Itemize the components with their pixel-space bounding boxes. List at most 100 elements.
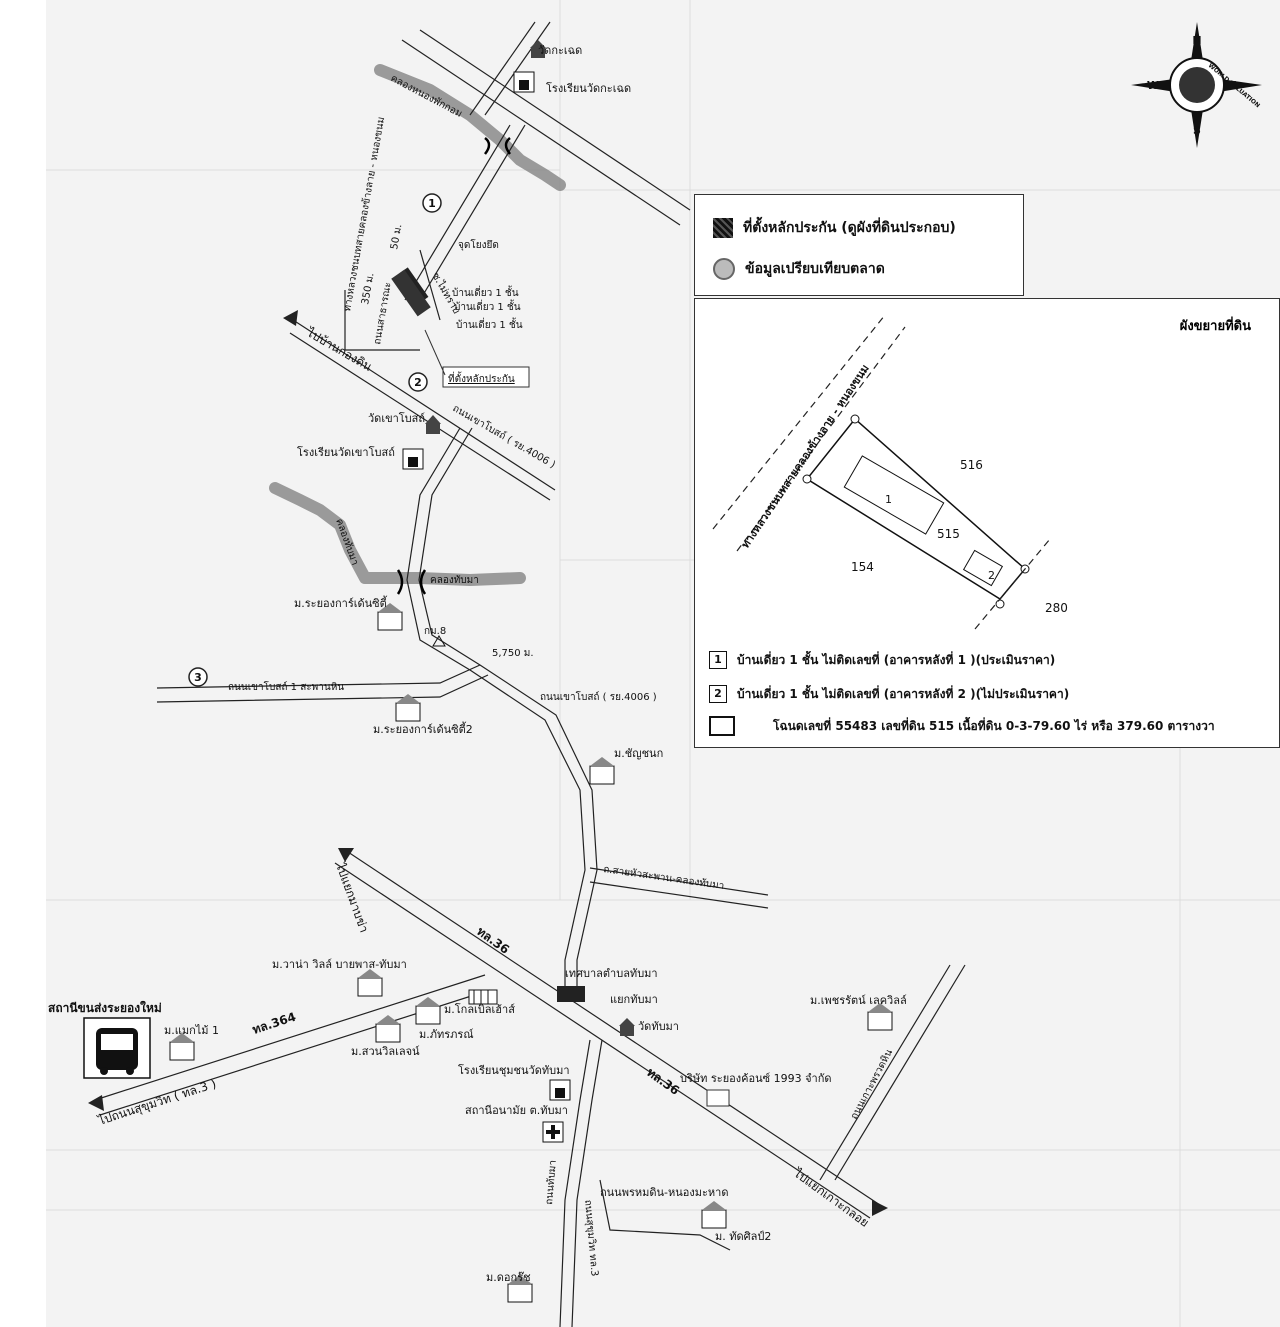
label-lotus: ม.ดอกร๊ช xyxy=(486,1271,531,1284)
label-wat-tabma: วัดทับมา xyxy=(638,1020,679,1033)
label-to-sukhumvit: ไปถนนสุขุมวิท ( ทล.3 ) xyxy=(96,1077,219,1130)
label-chanchanok: ม.ชัญชนก xyxy=(614,747,663,760)
key-desc-2: บ้านเดี่ยว 1 ชั้น ไม่ติดเลขที่ (อาคารหลั… xyxy=(737,686,1070,701)
arrow-ban-kong xyxy=(283,310,298,326)
label-km: กม.8 xyxy=(424,626,446,637)
village-icon xyxy=(867,1003,893,1031)
arrow-sukhumvit xyxy=(88,1095,104,1111)
site-plan-key: 1 บ้านเดี่ยว 1 ชั้น ไม่ติดเลขที่ (อาคารห… xyxy=(709,647,1215,739)
village-icon xyxy=(395,694,421,722)
legend-collateral-row: ที่ตั้งหลักประกัน (ดูผังที่ดินประกอบ) xyxy=(713,217,956,239)
health-center-icon xyxy=(542,1121,564,1143)
label-rayong-garden2: ม.ระยองการ์เด้นซิตี้2 xyxy=(373,721,473,736)
label-pole: จุดโยงยึด xyxy=(458,238,499,251)
gray-circle-icon xyxy=(713,258,735,280)
label-canal-north: คลองหนองพักกอม xyxy=(389,73,464,120)
temple-icon xyxy=(530,40,546,58)
legend-market-label: ข้อมูลเปรียบเทียบตลาด xyxy=(745,261,885,277)
village-icon xyxy=(415,997,441,1025)
label-canal-tabma: คลองทับมา xyxy=(430,575,479,586)
village-icon xyxy=(701,1201,727,1229)
village-icon xyxy=(169,1033,195,1061)
building-1-footprint xyxy=(843,455,945,535)
km-marker-icon xyxy=(432,635,446,647)
label-dist-5750: 5,750 ม. xyxy=(492,648,534,659)
label-soi-tabma: ถ.สายหัวสะพาน-คลองทับมา xyxy=(603,864,725,892)
label-phet-rung: ม.เพชรรัตน์ เลควิลล์ xyxy=(810,994,907,1007)
label-collateral-box: ที่ตั้งหลักประกัน xyxy=(448,371,515,385)
label-wat-kachet: วัดกะเฉด xyxy=(538,44,582,57)
arrow-ban-chang xyxy=(338,848,354,862)
label-thak-silp: ม. ทัดศิลป์2 xyxy=(715,1230,771,1243)
label-health-center: สถานีอนามัย ต.ทับมา xyxy=(465,1104,568,1117)
label-school-khao-pon: โรงเรียนวัดเขาโบสถ์ xyxy=(297,445,395,459)
svg-text:E: E xyxy=(1229,79,1237,92)
temple-icon xyxy=(619,1018,635,1036)
temple-icon xyxy=(425,415,441,434)
label-pattaraporn: ม.ภัทรภรณ์ xyxy=(419,1028,474,1041)
svg-text:1: 1 xyxy=(885,493,892,506)
school-icon xyxy=(549,1079,571,1101)
village-icon xyxy=(507,1275,533,1303)
site-plan-drawing: ทางหลวงชนบทสายคลองข้างลาย - หนองขนม 1 2 … xyxy=(712,314,1068,630)
hatched-square-icon xyxy=(713,218,733,238)
school-icon xyxy=(513,71,535,93)
svg-text:W: W xyxy=(1147,79,1159,92)
building-2-footprint xyxy=(962,549,1004,587)
compass-rose: N S W E WORLD VALUATION xyxy=(1131,22,1262,148)
canal-middle xyxy=(269,482,526,586)
legend-collateral-label: ที่ตั้งหลักประกัน (ดูผังที่ดินประกอบ) xyxy=(743,220,956,236)
label-wat-khao-pon: วัดเขาโบสถ์ xyxy=(368,411,425,425)
village-icon xyxy=(377,603,403,631)
label-school-kachet: โรงเรียนวัดกะเฉด xyxy=(546,81,631,95)
label-road-phrom: ถนนพรหมดิน-หนองมะหาด xyxy=(600,1186,728,1199)
label-house-b: บ้านเดี่ยว 1 ชั้น xyxy=(454,299,521,313)
site-plan-box: ผังขยายที่ดิน ทางหลวงชนบทสายคลองข้างลาย … xyxy=(694,298,1280,748)
label-canal-mid: คลองทับมา xyxy=(333,517,360,567)
arrow-koh-loy xyxy=(872,1200,888,1216)
company-icon xyxy=(706,1089,730,1107)
village-icon xyxy=(375,1015,401,1043)
label-road-sukhumvit3: ถนนสุขุมวิท ทล.3 xyxy=(582,1199,600,1277)
marker-1: 1 xyxy=(422,193,442,213)
legend-market-row: ข้อมูลเปรียบเทียบตลาด xyxy=(713,258,885,280)
svg-text:S: S xyxy=(1193,124,1201,137)
key-desc-1: บ้านเดี่ยว 1 ชั้น ไม่ติดเลขที่ (อาคารหลั… xyxy=(737,652,1056,667)
label-dist-350: 350 ม. xyxy=(360,272,376,305)
label-dist-50: 50 ม. xyxy=(389,223,404,250)
lot-number-515: 515 xyxy=(937,527,960,541)
site-plan-title: ผังขยายที่ดิน xyxy=(1179,319,1251,334)
label-hwy36-upper: ทล.36 xyxy=(474,924,512,957)
bus-station-icon xyxy=(83,1017,151,1079)
label-road-tabma-south: ถนนทับมา xyxy=(544,1160,559,1206)
label-moo-road: ถนนสาธารณะ xyxy=(372,281,394,345)
legend-box: ที่ตั้งหลักประกัน (ดูผังที่ดินประกอบ) ข้… xyxy=(694,194,1024,296)
bridge-middle xyxy=(396,569,427,595)
label-road-khao-pon-2: ถนนเขาโบสถ์ 1 สะพานหิน xyxy=(228,680,344,693)
canal-north xyxy=(374,64,566,191)
label-vana-villa: ม.วาน่า วิลล์ บายพาส-ทับมา xyxy=(272,958,407,971)
lot-number-516: 516 xyxy=(960,458,983,472)
key-box-2: 2 xyxy=(709,685,727,703)
key-row-building-2: 2 บ้านเดี่ยว 1 ชั้น ไม่ติดเลขที่ (อาคารห… xyxy=(709,681,1215,707)
government-office-icon xyxy=(468,989,498,1005)
key-row-deed: โฉนดเลขที่ 55483 เลขที่ดิน 515 เนื้อที่ด… xyxy=(709,713,1215,739)
label-house-a: บ้านเดี่ยว 1 ชั้น xyxy=(452,285,519,299)
municipal-building-icon xyxy=(557,986,585,1002)
label-to-koh-loy: ไปแยกเกาะกลอย xyxy=(790,1166,871,1230)
key-row-building-1: 1 บ้านเดี่ยว 1 ชั้น ไม่ติดเลขที่ (อาคารห… xyxy=(709,647,1215,673)
label-tabma-junction: แยกทับมา xyxy=(610,993,658,1006)
label-house-c: บ้านเดี่ยว 1 ชั้น xyxy=(456,317,523,331)
roads xyxy=(94,21,966,1327)
label-tabma-office: เทศบาลตำบลทับมา xyxy=(565,967,658,980)
label-hwy364: ทล.364 xyxy=(251,1010,298,1037)
key-box-deed xyxy=(709,716,735,736)
label-mae-mai: ม.แมกไม้ 1 xyxy=(164,1024,219,1037)
marker-2: 2 xyxy=(408,372,428,392)
svg-text:N: N xyxy=(1192,34,1201,47)
school-icon xyxy=(402,448,424,470)
label-school-tabma: โรงเรียนชุมชนวัดทับมา xyxy=(458,1063,570,1077)
left-margin xyxy=(0,0,46,1327)
